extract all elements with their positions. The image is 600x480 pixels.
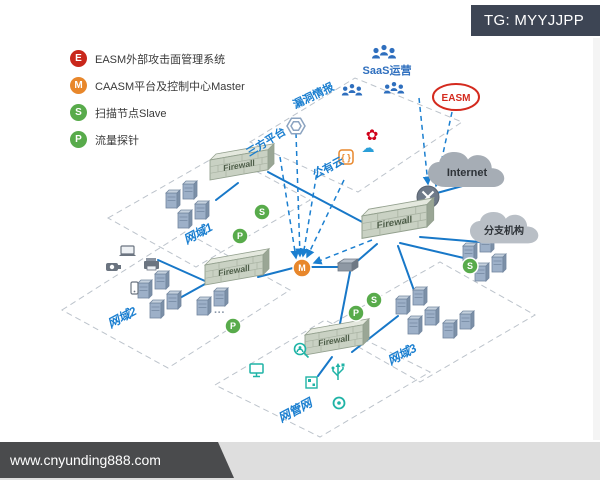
easm-label: EASM <box>442 93 471 104</box>
switch-icon <box>336 258 360 272</box>
legend-item-caasm: M CAASM平台及控制中心Master <box>70 77 245 94</box>
svg-text:P: P <box>237 231 243 241</box>
legend-item-probe: P 流量探针 <box>70 131 245 148</box>
svg-text:S: S <box>371 295 377 305</box>
qr-scan-icon <box>305 376 318 389</box>
ring-icon <box>332 396 346 410</box>
easm-cloud-node: EASM <box>432 83 480 111</box>
site-watermark: www.cnyunding888.com <box>0 442 234 478</box>
tg-watermark-badge: TG: MYYJJPP <box>471 5 600 36</box>
huawei-flower-icon: ✿ <box>366 127 379 144</box>
laptop-icon <box>119 245 136 256</box>
usb-icon <box>331 363 345 380</box>
svg-text:S: S <box>467 261 473 271</box>
code-brackets-icon: { } <box>338 149 354 165</box>
hexagon-service-icon <box>286 117 306 135</box>
probe-node-marker: P <box>224 317 242 335</box>
mgmt-zone-boundary <box>213 319 432 438</box>
zone3-boundary <box>323 261 537 383</box>
scanner-node-marker: S <box>253 203 271 221</box>
zone-cloud-boundary <box>248 77 464 193</box>
zone1-server-racks <box>165 180 210 229</box>
svg-text:P: P <box>230 321 236 331</box>
monitor-icon <box>249 363 264 378</box>
zone2-server-racks: ··· <box>137 270 229 319</box>
public-cloud-label: 公有云 <box>310 154 346 182</box>
vuln-intel-label: 漏洞情报 <box>290 79 337 111</box>
right-edge-strip <box>593 38 600 440</box>
public-cloud-icon: ☁ <box>362 140 375 155</box>
scanner-node-marker: S <box>461 257 479 275</box>
svg-text:{ }: { } <box>341 153 351 163</box>
zone2-boundary <box>61 231 291 369</box>
user-group-icon <box>372 44 396 59</box>
legend-item-label: CAASM平台及控制中心Master <box>95 80 245 93</box>
legend: E EASM外部攻击面管理系统 M CAASM平台及控制中心Master S 扫… <box>70 50 245 148</box>
caasm-legend-dot: M <box>70 77 87 94</box>
internet-label: Internet <box>447 167 488 179</box>
probe-node-marker: P <box>347 304 365 322</box>
saas-user-groups: SaaS运营 <box>341 44 412 96</box>
phone-icon <box>130 281 139 295</box>
legend-item-label: 扫描节点Slave <box>95 107 167 120</box>
svg-text:P: P <box>353 308 359 318</box>
firewall-zone2: Firewall <box>203 247 271 286</box>
probe-legend-dot: P <box>70 131 87 148</box>
probe-node-marker: P <box>231 227 249 245</box>
user-group-icon <box>341 83 363 96</box>
master-node-marker: M <box>292 258 312 278</box>
search-person-icon <box>293 342 310 359</box>
branch-label: 分支机构 <box>484 224 524 237</box>
node-markers: M S S S P P P <box>224 203 479 335</box>
internet-cloud: Internet <box>428 152 505 187</box>
legend-item-label: 流量探针 <box>95 134 139 147</box>
easm-legend-dot: E <box>70 50 87 67</box>
zone2-label: 网域2 <box>105 304 139 331</box>
zone3-server-racks <box>395 286 475 339</box>
printer-icon <box>144 258 159 271</box>
more-servers-ellipsis: ··· <box>214 307 225 319</box>
firewall-core: Firewall <box>360 196 435 239</box>
zone-boundaries <box>61 77 537 438</box>
firewall-mgmt: Firewall <box>303 317 371 356</box>
mgmt-tool-icons <box>249 342 346 410</box>
mgmt-zone-label: 网管网 <box>276 395 316 425</box>
user-group-icon <box>383 81 405 94</box>
endpoint-devices <box>106 245 159 295</box>
legend-item-scanner: S 扫描节点Slave <box>70 104 245 121</box>
svg-text:M: M <box>298 263 306 273</box>
firewall-zone1: Firewall <box>208 142 276 181</box>
saas-label: SaaS运营 <box>363 63 412 77</box>
scanner-node-marker: S <box>365 291 383 309</box>
zone1-boundary <box>106 152 312 268</box>
legend-item-easm: E EASM外部攻击面管理系统 <box>70 50 245 67</box>
camera-icon <box>106 263 121 271</box>
zone3-label: 网域3 <box>385 341 419 368</box>
svg-text:S: S <box>259 207 265 217</box>
legend-item-label: EASM外部攻击面管理系统 <box>95 53 226 66</box>
branch-office-cloud: 分支机构 <box>470 212 539 244</box>
scanner-legend-dot: S <box>70 104 87 121</box>
